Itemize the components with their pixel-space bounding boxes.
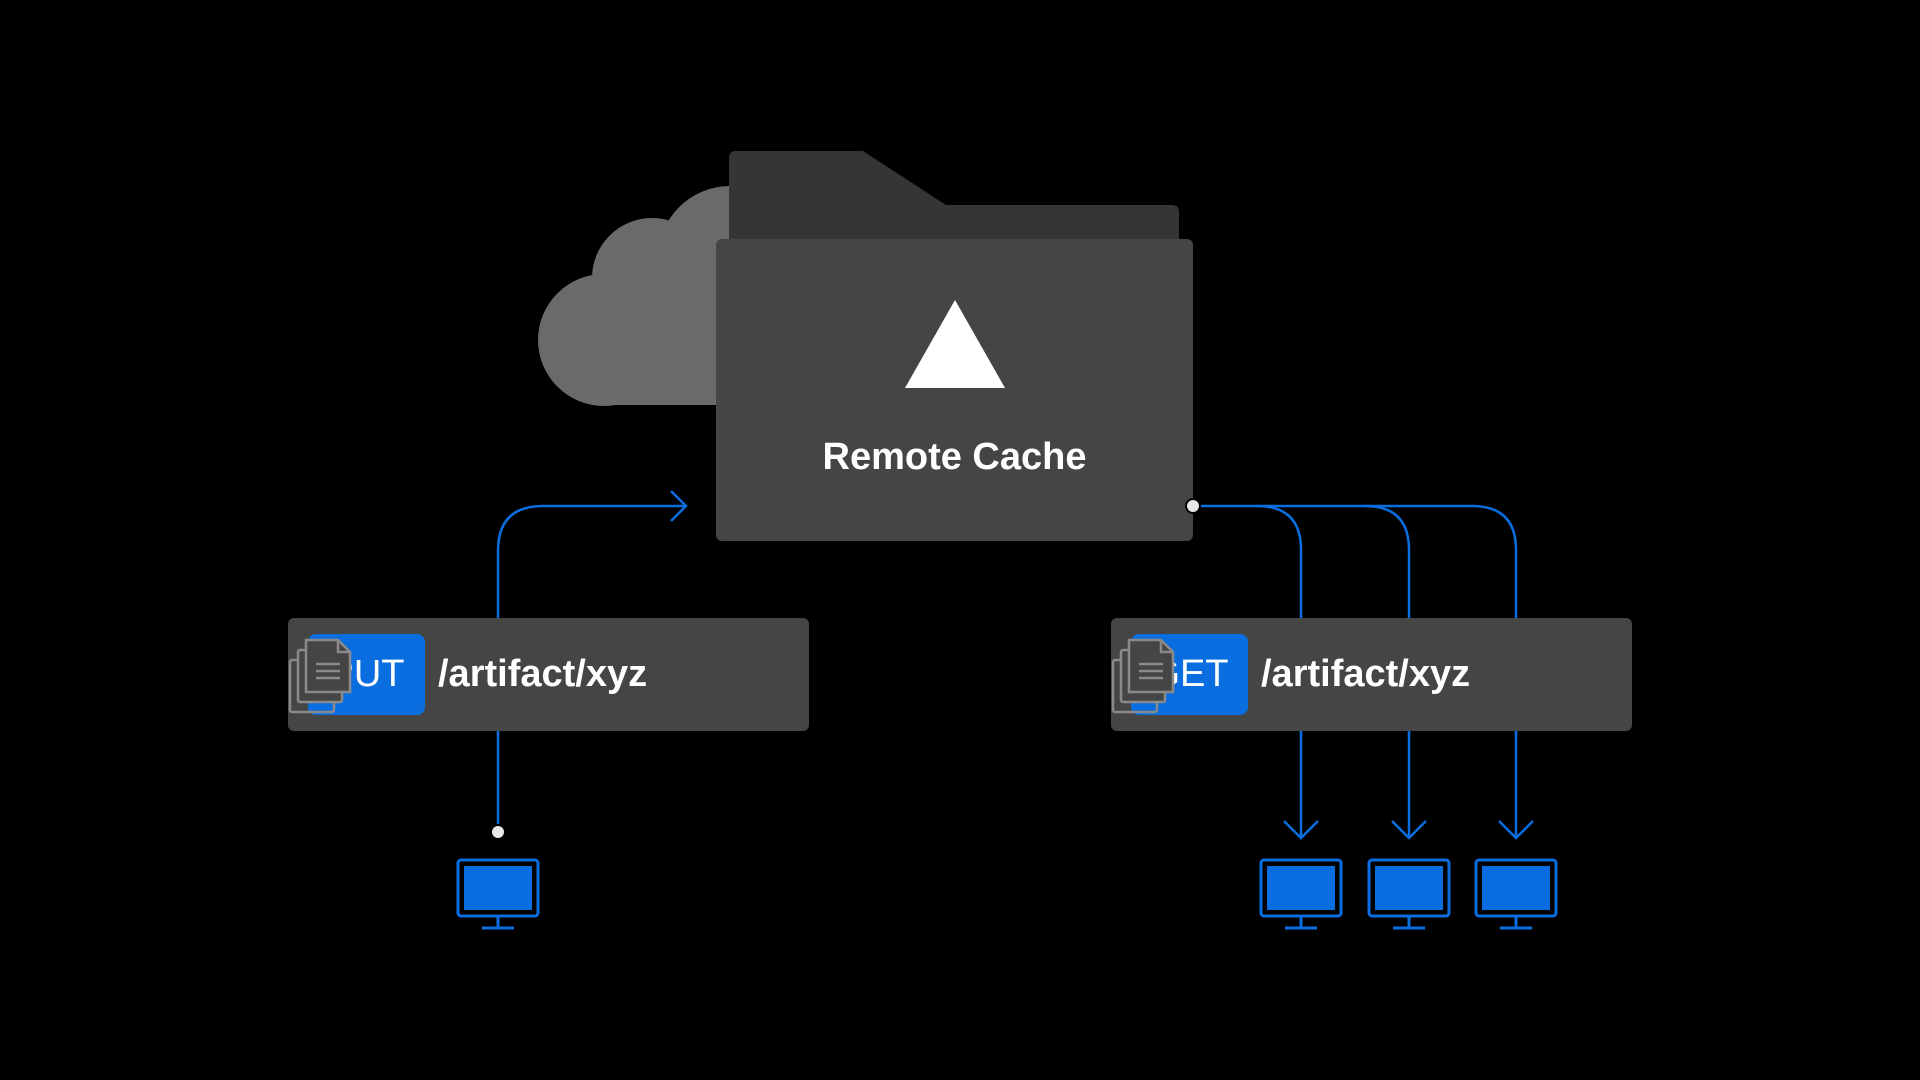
get-download-line bbox=[1498, 731, 1534, 840]
document-stack-icon bbox=[288, 638, 352, 714]
connector-dot bbox=[1185, 498, 1201, 514]
connector-dot bbox=[490, 824, 506, 840]
get-branch-line bbox=[1257, 504, 1411, 618]
get-request-path: /artifact/xyz bbox=[1261, 653, 1471, 695]
get-branch-line bbox=[1365, 504, 1518, 618]
monitor-icon bbox=[456, 858, 540, 930]
monitor-icon bbox=[1367, 858, 1451, 930]
get-download-line bbox=[1283, 731, 1319, 840]
put-request-path: /artifact/xyz bbox=[438, 653, 648, 695]
remote-cache-label: Remote Cache bbox=[822, 436, 1087, 478]
put-request-box: PUT /artifact/xyz bbox=[288, 618, 809, 731]
monitor-icon bbox=[1474, 858, 1558, 930]
get-branch-line bbox=[1193, 504, 1303, 618]
put-arrowhead bbox=[670, 490, 688, 522]
document-stack-icon bbox=[1111, 638, 1175, 714]
vercel-triangle-icon bbox=[905, 300, 1005, 388]
put-to-cache-line bbox=[496, 504, 686, 618]
remote-cache-folder bbox=[716, 239, 1193, 541]
get-request-box: GET /artifact/xyz bbox=[1111, 618, 1632, 731]
get-download-line bbox=[1391, 731, 1427, 840]
monitor-icon bbox=[1259, 858, 1343, 930]
